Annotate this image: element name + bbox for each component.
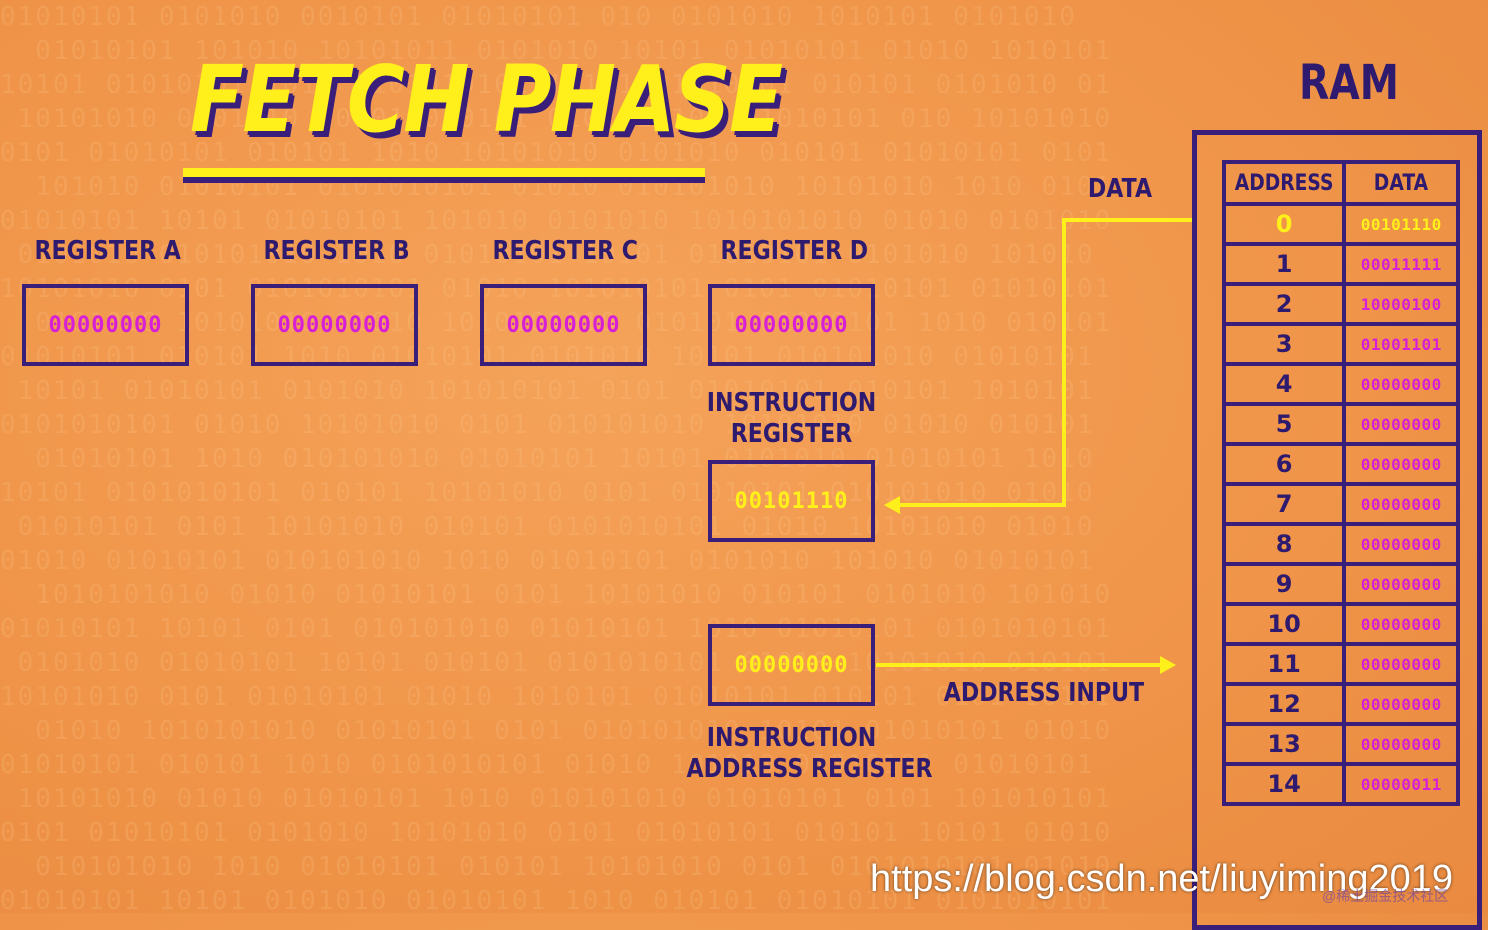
ram-data-cell: 00000000 xyxy=(1342,562,1461,606)
address-input-label: ADDRESS INPUT xyxy=(943,678,1145,708)
instruction-register-label-line2: REGISTER xyxy=(730,419,853,449)
ram-data-cell: 00000011 xyxy=(1342,762,1461,806)
instruction-address-register-box: 00000000 xyxy=(708,624,875,706)
register-c-label: REGISTER C xyxy=(492,236,639,266)
register-a-box: 00000000 xyxy=(22,284,189,366)
register-d-label: REGISTER D xyxy=(720,236,869,266)
ram-title: RAM xyxy=(1299,55,1399,111)
ram-address-cell: 9 xyxy=(1221,562,1347,606)
ram-data-cell: 10000100 xyxy=(1342,282,1461,326)
register-d-box: 00000000 xyxy=(708,284,875,366)
ram-address-cell: 10 xyxy=(1221,602,1347,646)
ram-address-cell: 1 xyxy=(1221,242,1347,286)
ram-data-cell: 00000000 xyxy=(1342,522,1461,566)
ram-address-header: ADDRESS xyxy=(1221,160,1347,206)
ram-data-cell: 00000000 xyxy=(1342,682,1461,726)
ram-data-cell: 00000000 xyxy=(1342,442,1461,486)
ram-address-cell: 5 xyxy=(1221,402,1347,446)
ram-data-cell: 01001101 xyxy=(1342,322,1461,366)
ram-data-header: DATA xyxy=(1342,160,1461,206)
ram-address-cell: 7 xyxy=(1221,482,1347,526)
instruction-register-box: 00101110 xyxy=(708,460,875,542)
address-arrow-head xyxy=(1160,656,1176,674)
ram-data-cell: 00000000 xyxy=(1342,602,1461,646)
data-arrow-line xyxy=(898,218,1194,507)
ram-address-cell: 11 xyxy=(1221,642,1347,686)
ram-address-cell: 12 xyxy=(1221,682,1347,726)
ram-data-cell: 00000000 xyxy=(1342,402,1461,446)
ram-address-cell: 8 xyxy=(1221,522,1347,566)
register-b-label: REGISTER B xyxy=(263,236,410,266)
instruction-register-label-line1: INSTRUCTION xyxy=(706,388,877,418)
ram-data-cell: 00011111 xyxy=(1342,242,1461,286)
ram-address-cell: 13 xyxy=(1221,722,1347,766)
ram-address-cell: 14 xyxy=(1221,762,1347,806)
watermark-url: https://blog.csdn.net/liuyiming2019 xyxy=(870,858,1454,900)
instruction-address-register-label-line2: ADDRESS REGISTER xyxy=(686,754,933,784)
watermark-sub: @稀土掘金技术社区 xyxy=(1322,888,1449,904)
data-arrow-head xyxy=(884,496,900,514)
ram-address-cell: 2 xyxy=(1221,282,1347,326)
ram-address-cell: 6 xyxy=(1221,442,1347,486)
register-c-box: 00000000 xyxy=(480,284,647,366)
data-arrow-label: DATA xyxy=(1087,174,1153,204)
register-b-box: 00000000 xyxy=(251,284,418,366)
ram-data-cell: 00000000 xyxy=(1342,642,1461,686)
ram-data-cell: 00000000 xyxy=(1342,362,1461,406)
ram-data-cell: 00101110 xyxy=(1342,202,1461,246)
ram-address-cell: 3 xyxy=(1221,322,1347,366)
title-underline xyxy=(183,168,705,177)
ram-data-cell: 00000000 xyxy=(1342,722,1461,766)
page-title: FETCH PHASE xyxy=(190,46,783,153)
ram-data-cell: 00000000 xyxy=(1342,482,1461,526)
instruction-address-register-label-line1: INSTRUCTION xyxy=(706,723,877,753)
ram-address-cell: 0 xyxy=(1221,202,1347,246)
register-a-label: REGISTER A xyxy=(34,236,181,266)
ram-address-cell: 4 xyxy=(1221,362,1347,406)
